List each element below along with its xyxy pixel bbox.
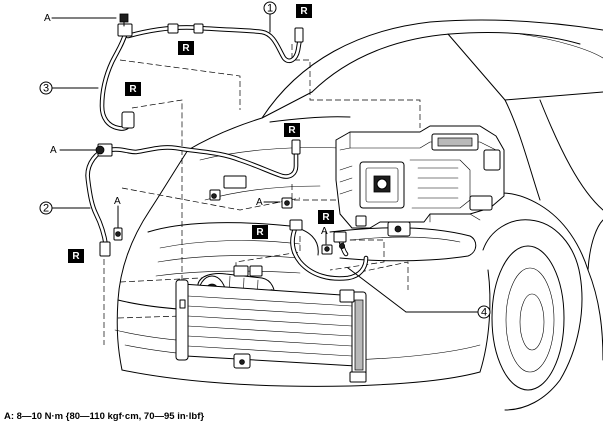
replace-o-ring-badges: R R R R R R R <box>68 4 334 263</box>
cooler-pipe-2 <box>85 139 301 257</box>
replace-badge-5: R <box>322 212 330 223</box>
torque-callouts: A A A A A <box>44 13 328 237</box>
replace-badge-3: R <box>129 84 137 95</box>
callout-a-center: A <box>256 197 263 208</box>
replace-badge-6: R <box>256 227 264 238</box>
part-number-3: 3 <box>43 83 49 95</box>
condenser <box>175 279 367 383</box>
replace-badge-7: R <box>72 251 80 262</box>
replace-badge-4: R <box>288 125 296 136</box>
cooler-hose-3 <box>99 13 135 131</box>
leader-lines <box>51 11 479 313</box>
replace-badge-2: R <box>182 43 190 54</box>
cooler-pipe-1 <box>125 23 304 64</box>
part-number-callouts: 1 2 3 4 <box>39 1 491 319</box>
torque-footnote: A: 8—10 N·m {80—110 kgf·cm, 70—95 in·lbf… <box>4 411 204 422</box>
callout-a-top: A <box>44 13 51 24</box>
replace-badge-1: R <box>300 6 308 17</box>
callout-a-right: A <box>321 226 328 237</box>
callout-a-upper-left: A <box>50 145 57 156</box>
part-number-2: 2 <box>43 203 49 215</box>
part-number-4: 4 <box>481 307 487 319</box>
cooler-pipe-4 <box>289 219 369 281</box>
brackets-and-bolts <box>113 175 333 255</box>
callout-a-left: A <box>114 196 121 207</box>
ac-unit <box>335 125 505 237</box>
part-number-1: 1 <box>267 3 273 15</box>
